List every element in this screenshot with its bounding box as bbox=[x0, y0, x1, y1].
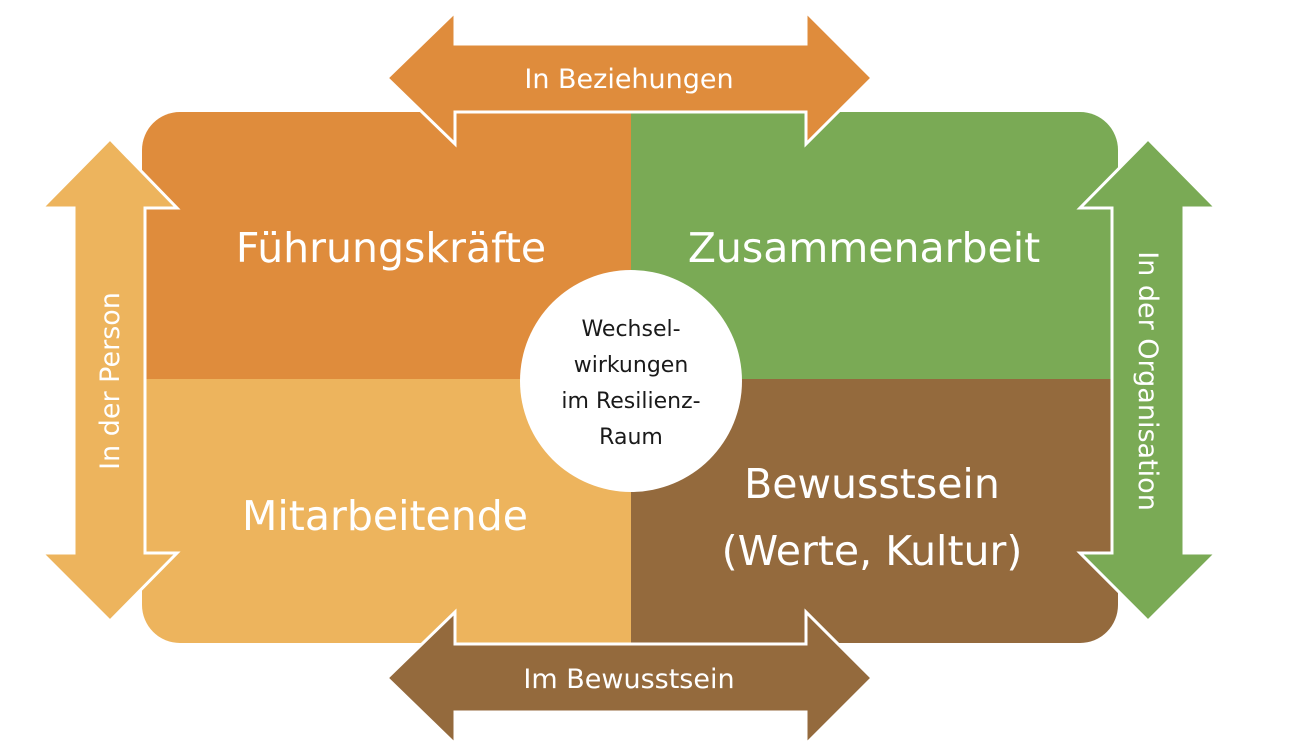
arrow-in-der-organisation bbox=[1076, 136, 1220, 624]
center-text-line4: Raum bbox=[599, 425, 663, 450]
center-text-line2: wirkungen bbox=[574, 353, 689, 378]
center-circle bbox=[520, 270, 742, 492]
label-werte-kultur: (Werte, Kultur) bbox=[722, 527, 1023, 575]
arrow-im-bewusstsein bbox=[384, 608, 875, 748]
arrow-in-beziehungen-label: In Beziehungen bbox=[524, 64, 733, 95]
arrow-in-der-organisation-label: In der Organisation bbox=[1132, 251, 1163, 511]
center-text-line1: Wechsel- bbox=[581, 317, 680, 342]
center-text-line3: im Resilienz- bbox=[561, 389, 700, 414]
arrow-im-bewusstsein-label: Im Bewusstsein bbox=[523, 664, 734, 695]
arrow-in-beziehungen bbox=[384, 8, 875, 148]
label-mitarbeitende: Mitarbeitende bbox=[242, 492, 528, 540]
label-bewusstsein: Bewusstsein bbox=[744, 460, 1000, 508]
quadrant-panel bbox=[142, 112, 1118, 643]
arrow-in-der-person bbox=[38, 136, 181, 624]
label-zusammenarbeit: Zusammenarbeit bbox=[688, 224, 1040, 272]
label-fuehrungskraefte: Führungskräfte bbox=[236, 224, 546, 272]
arrow-in-der-person-label: In der Person bbox=[95, 292, 126, 470]
